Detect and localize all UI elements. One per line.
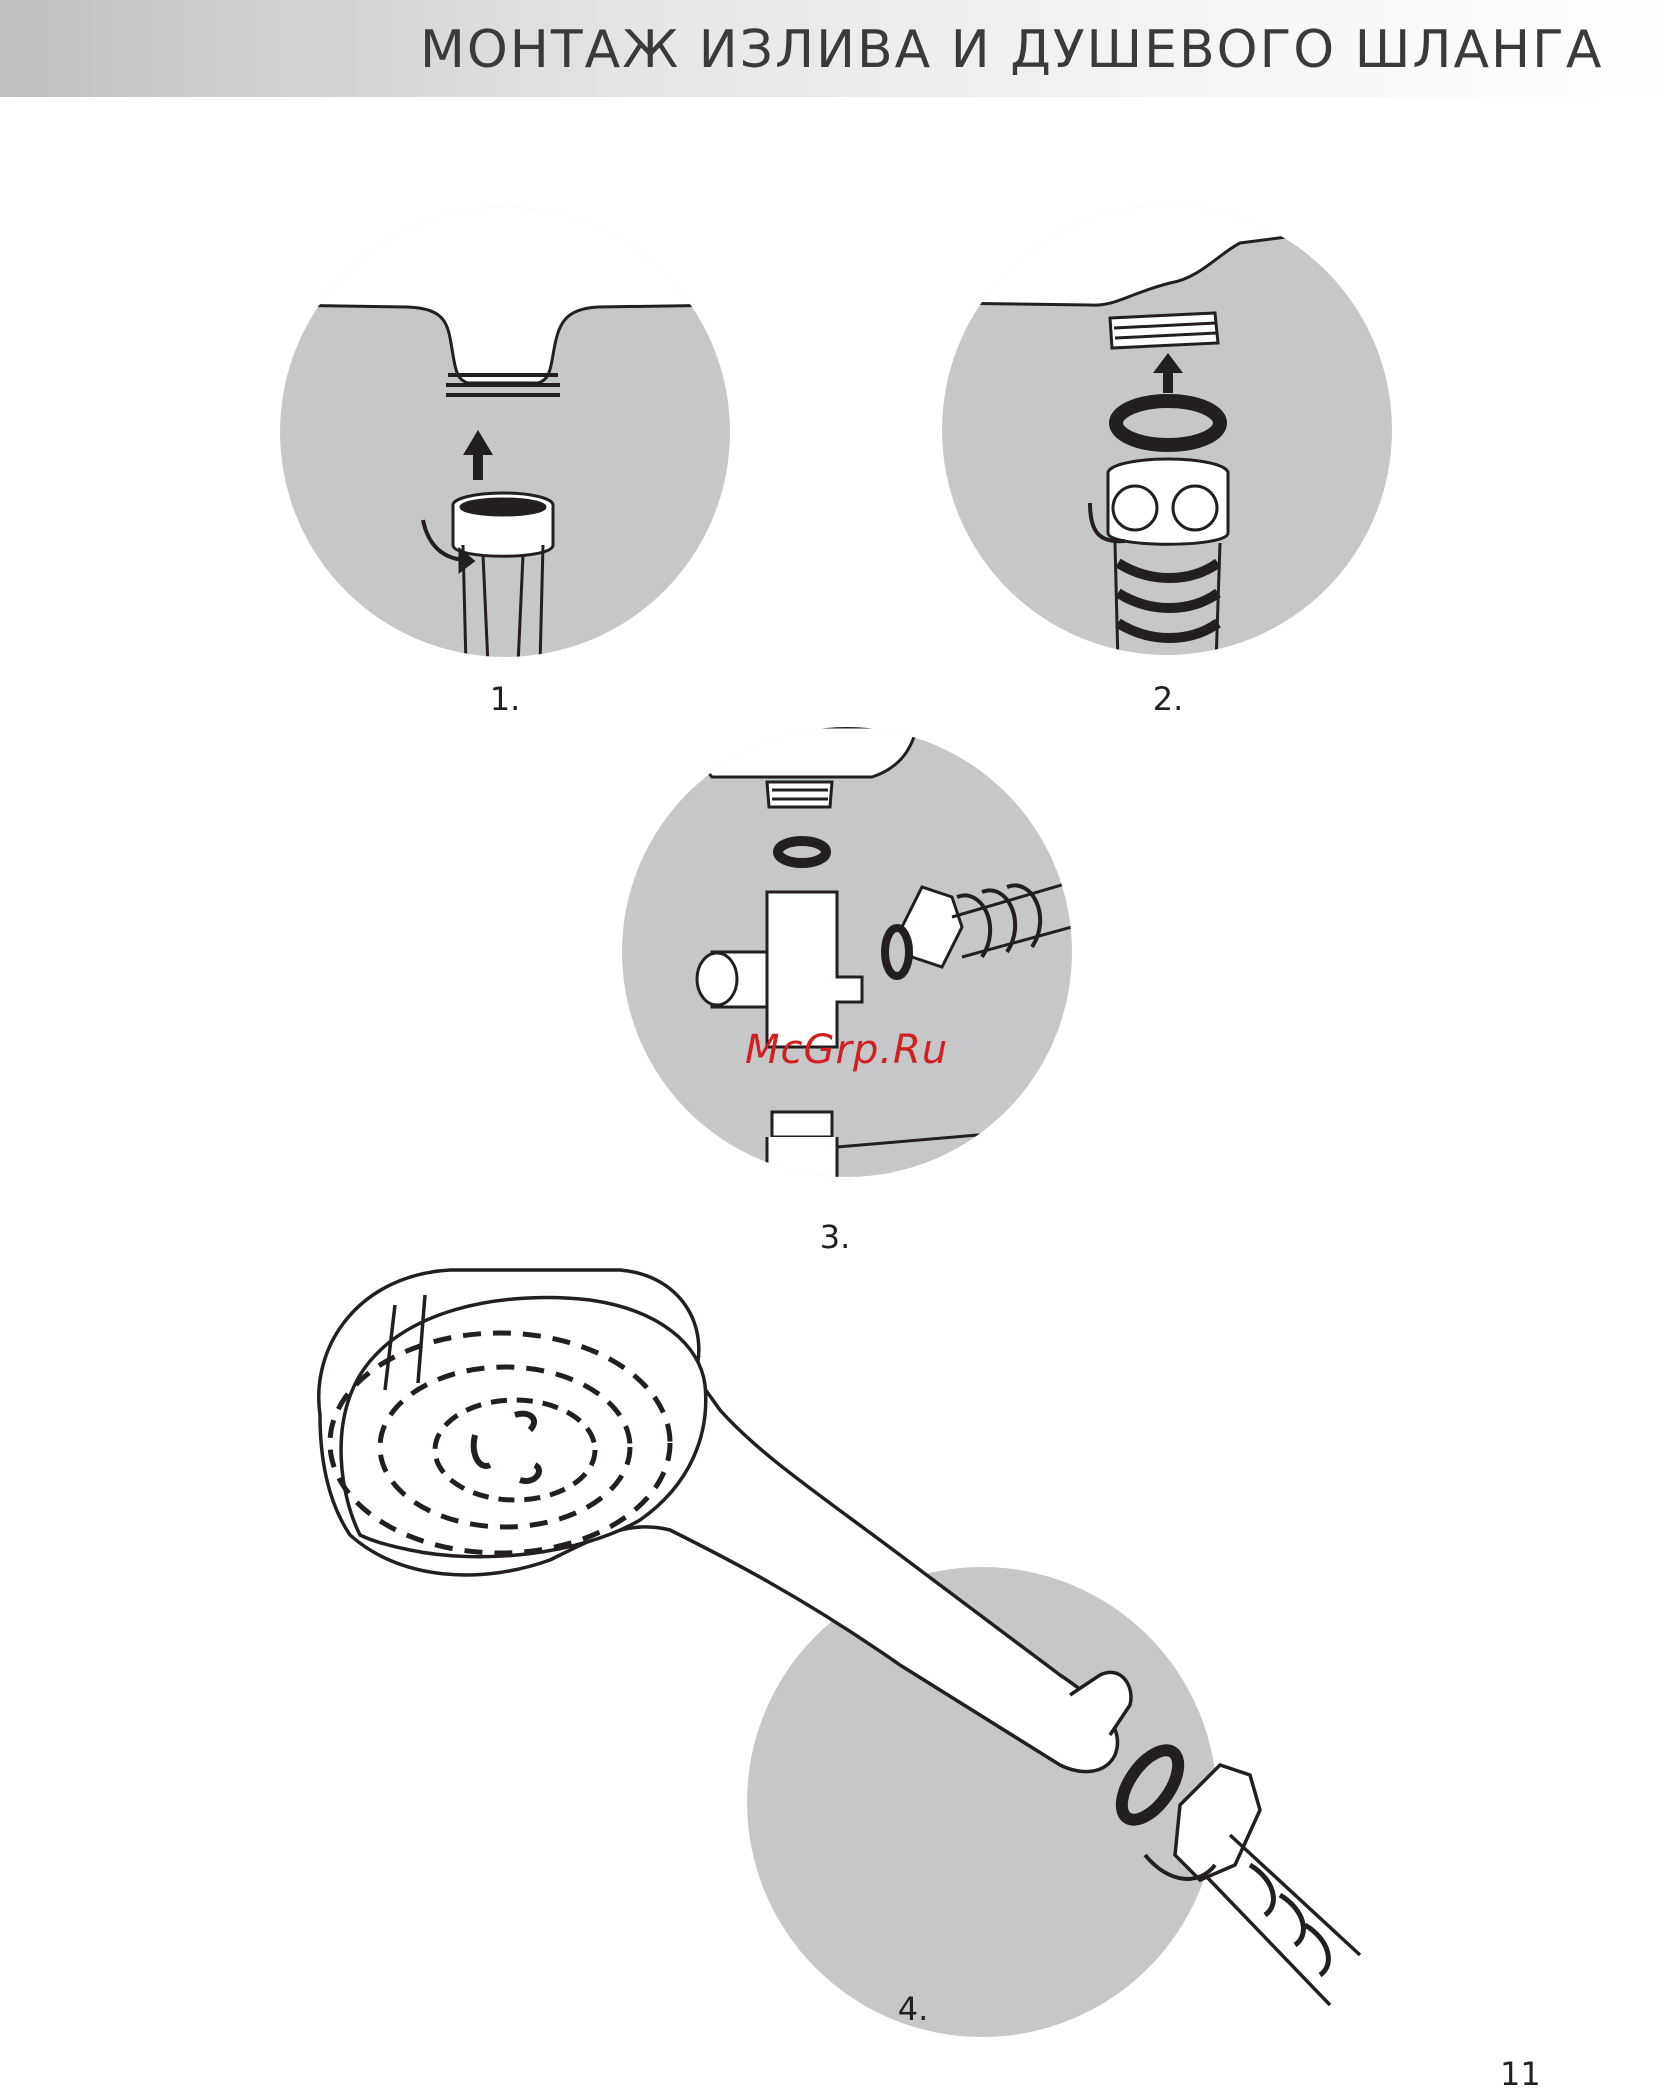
step-1-illustration: [278, 205, 733, 665]
page-title: МОНТАЖ ИЗЛИВА И ДУШЕВОГО ШЛАНГА: [420, 20, 1620, 80]
step-3-label: 3.: [795, 1218, 875, 1256]
step-2-illustration: [940, 203, 1395, 663]
step-4-label: 4.: [873, 1990, 953, 2028]
watermark: McGrp.Ru: [745, 1027, 948, 1073]
page-number: 11: [1500, 2055, 1541, 2093]
step-2-label: 2.: [1128, 680, 1208, 718]
step-1-label: 1.: [465, 680, 545, 718]
step-4-illustration: [300, 1265, 1400, 2075]
step-3-illustration: [622, 727, 1072, 1182]
